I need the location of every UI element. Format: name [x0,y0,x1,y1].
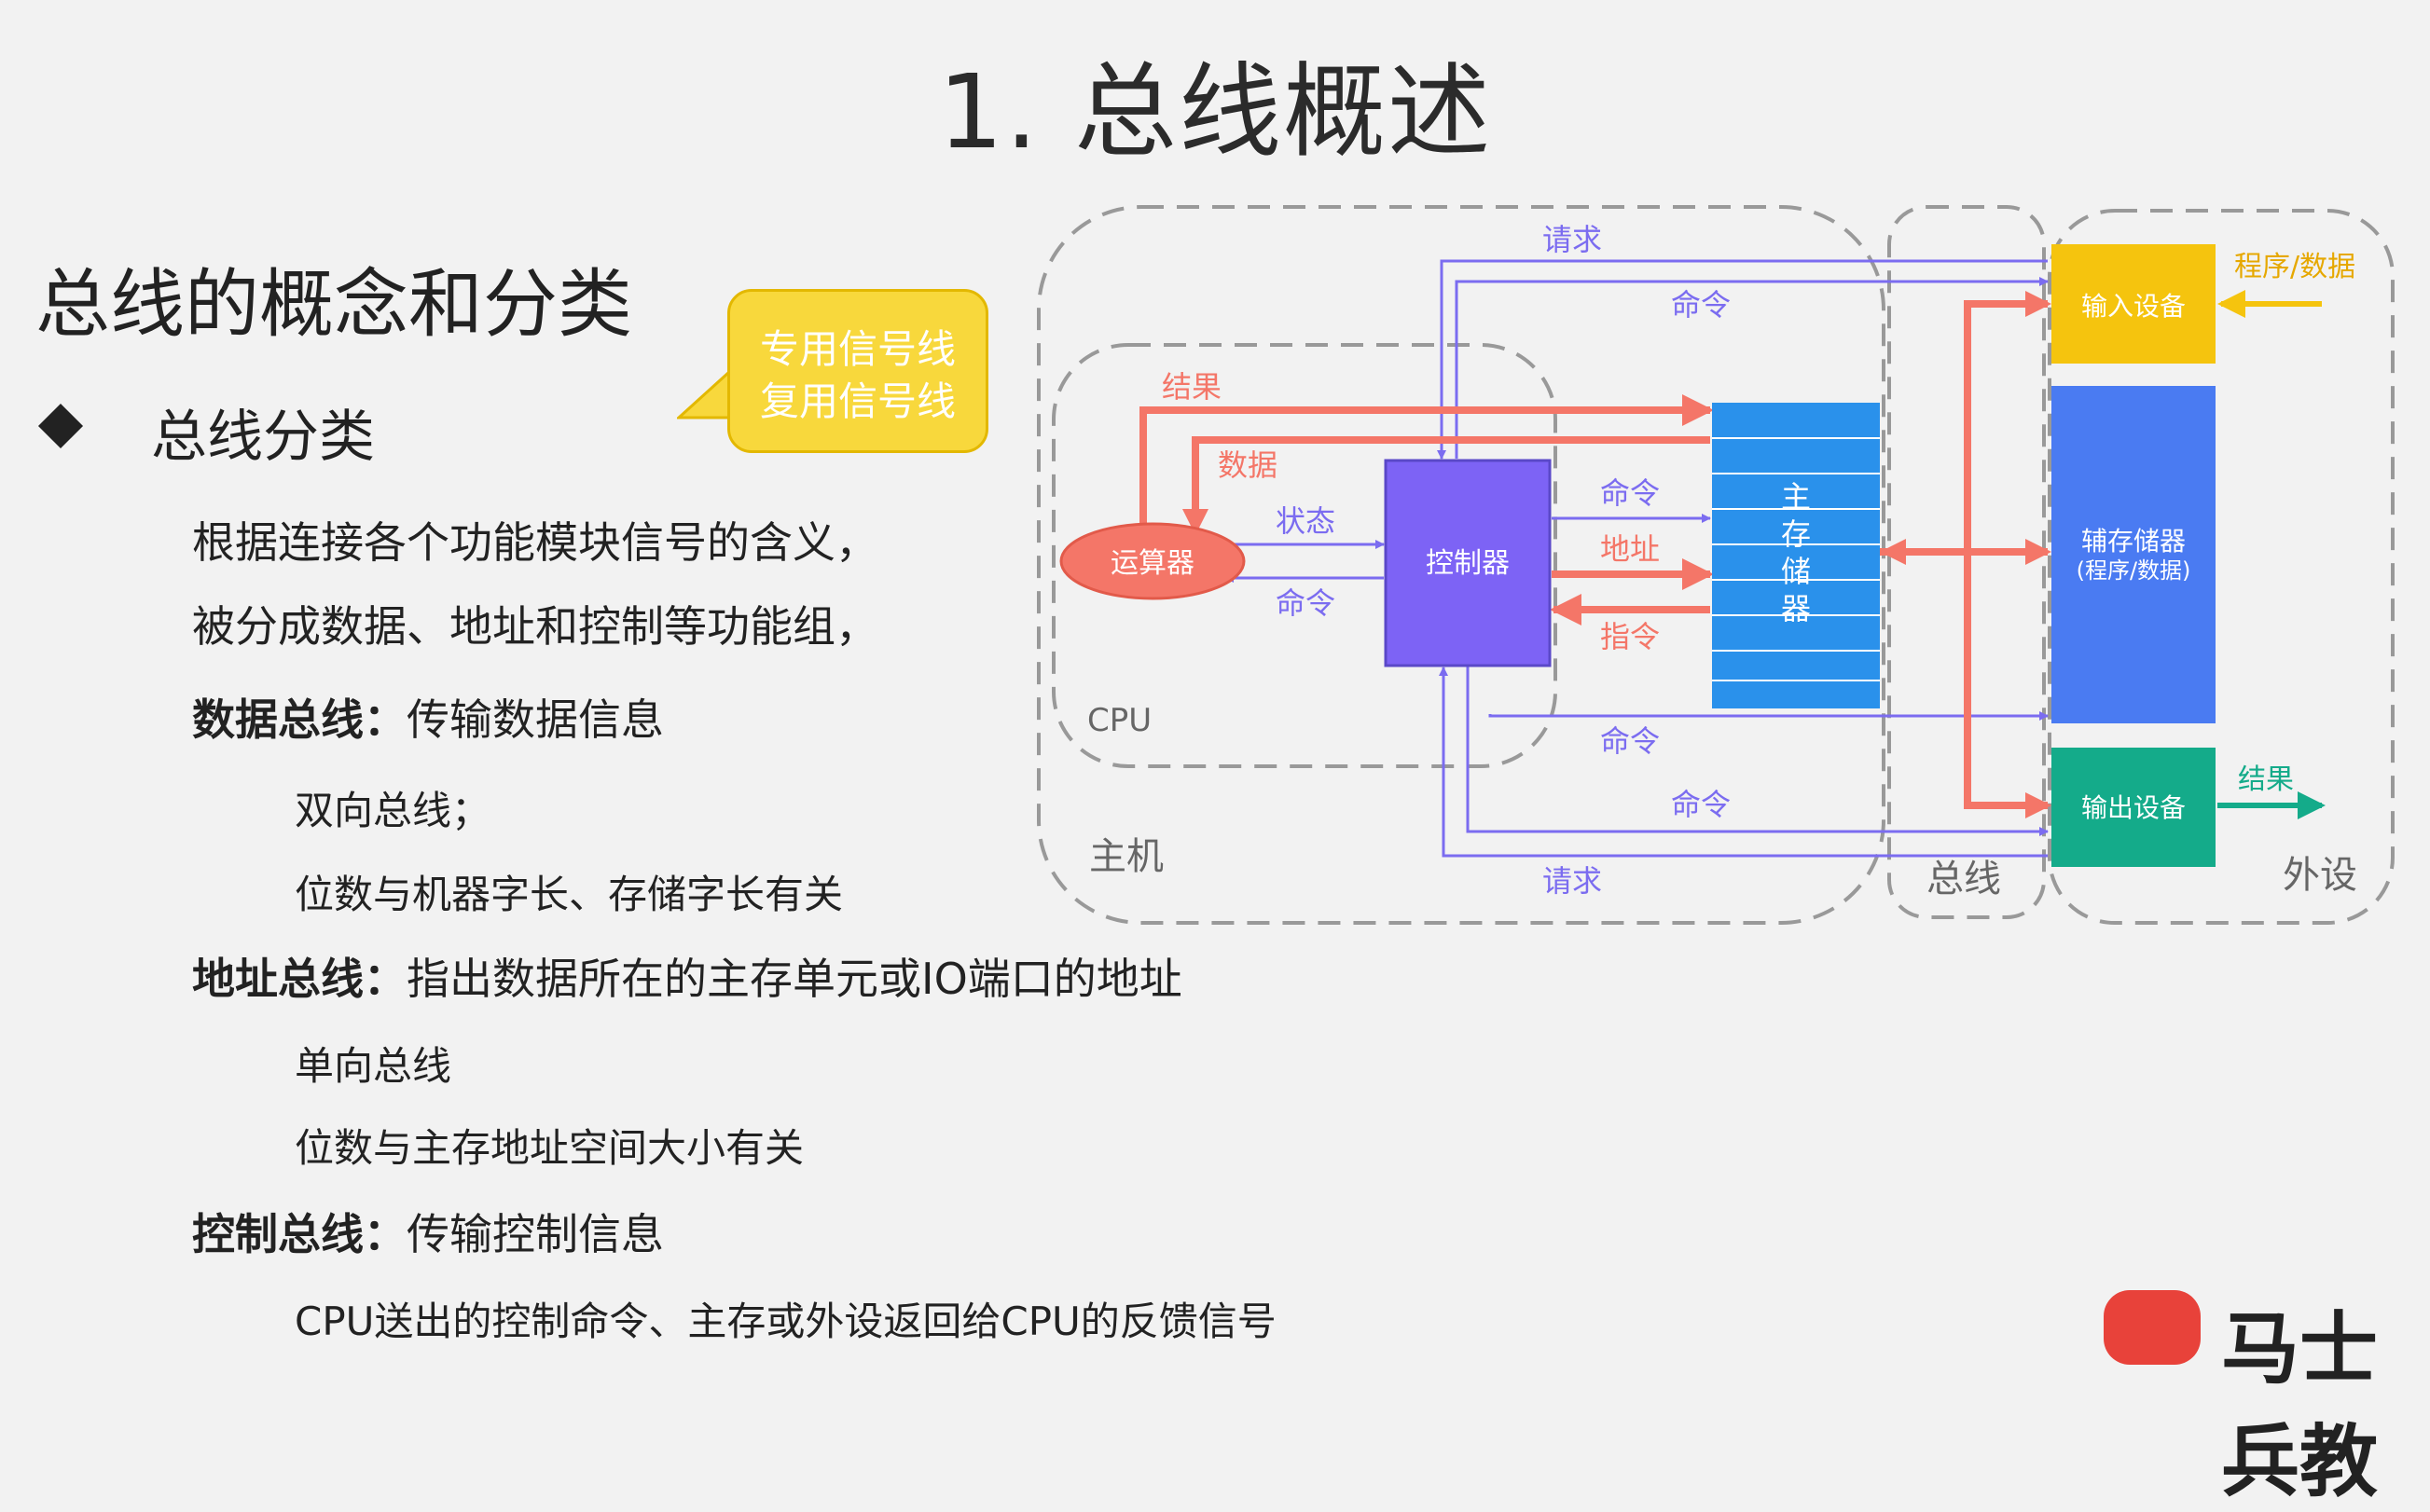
aux-storage-label: 辅存储器 [2081,526,2186,557]
addr-bus-sub-1: 单向总线 [295,1043,452,1089]
host-label: 主机 [1089,835,1164,878]
memory-char-4: 器 [1781,591,1811,626]
command-label-mem: 命令 [1600,475,1660,511]
output-device-node [2051,748,2216,867]
brand-logo-icon [2104,1290,2201,1365]
command-label-bottom: 命令 [1671,787,1731,822]
aux-storage-node [2051,386,2216,723]
addr-bus-row: 地址总线：指出数据所在的主存单元或IO端口的地址 [192,945,1182,1007]
cpu-label: CPU [1087,702,1152,739]
memory-node [1712,403,1880,708]
peripheral-group-box [2048,209,2395,925]
command-line-aux [1488,711,2049,721]
program-data-label: 程序/数据 [2234,251,2355,283]
host-group-box [1037,205,1885,925]
status-label: 状态 [1276,503,1335,539]
controller-label: 控制器 [1426,547,1510,580]
addr-bus-label: 地址总线： [192,954,407,1004]
command-label-aux: 命令 [1600,723,1660,759]
data-bus-sub-1: 双向总线； [295,788,491,833]
bus-diagram: 主机 CPU 总线 外设 请求 命令 命令 命令 请求 状态 命令 命令 结果 … [1037,205,2395,925]
data-bus-label: 数据总线： [192,694,407,745]
memory-grid [1712,437,1880,681]
brand-logo-text: 马士兵教 [2221,1303,2379,1507]
input-device-label: 输入设备 [2081,291,2186,322]
addr-bus-sub-2: 位数与主存地址空间大小有关 [295,1125,805,1171]
data-line [1182,436,1710,535]
memory-char-3: 储 [1781,554,1811,589]
page-title: 1. 总线概述 [938,52,1492,172]
ctrl-bus-label: 控制总线： [192,1209,407,1259]
input-device-node [2051,244,2216,364]
request-label-bottom: 请求 [1542,863,1602,899]
data-bus-desc: 传输数据信息 [407,694,664,745]
addr-bus-desc: 指出数据所在的主存单元或IO端口的地址 [407,954,1182,1004]
peripheral-label: 外设 [2283,854,2357,897]
bus-label: 总线 [1926,858,2001,900]
instruction-label: 指令 [1600,619,1660,654]
command-label-alu: 命令 [1276,585,1335,621]
data-label: 数据 [1218,447,1277,483]
request-label-top: 请求 [1542,222,1602,257]
output-result-label: 结果 [2238,763,2294,796]
body-line-1: 根据连接各个功能模块信号的含义， [192,517,878,568]
request-line-top [1437,259,2048,460]
output-device-label: 输出设备 [2081,792,2186,823]
data-bus-sub-2: 位数与机器字长、存储字长有关 [295,872,844,917]
command-label-top: 命令 [1671,287,1731,323]
request-line-bottom [1439,667,2048,858]
ctrl-bus-row: 控制总线：传输控制信息 [192,1201,664,1262]
callout-line-1: 专用信号线 [759,326,956,372]
aux-storage-sublabel: (程序/数据) [2077,557,2191,584]
alu-node [1059,522,1246,600]
alu-label: 运算器 [1111,547,1194,580]
cpu-group-box [1052,343,1557,768]
body-line-2: 被分成数据、地址和控制等功能组， [192,601,878,652]
command-line-top [1455,277,2049,459]
ctrl-bus-desc: 传输控制信息 [407,1209,664,1259]
controller-node [1384,459,1552,667]
bullet-heading: 总线分类 [151,405,375,470]
memory-char-2: 存 [1781,516,1811,552]
callout-bubble: 专用信号线 复用信号线 [727,289,988,453]
result-label: 结果 [1162,369,1222,405]
data-bus-row: 数据总线：传输数据信息 [192,686,664,748]
command-line-bottom [1466,666,2049,836]
address-label: 地址 [1600,531,1660,567]
result-line [1139,394,1714,531]
ctrl-bus-sub-1: CPU送出的控制命令、主存或外设返回给CPU的反馈信号 [295,1299,1277,1344]
callout-line-2: 复用信号线 [759,378,956,424]
memory-char-1: 主 [1781,479,1811,515]
section-title: 总线的概念和分类 [35,261,632,348]
